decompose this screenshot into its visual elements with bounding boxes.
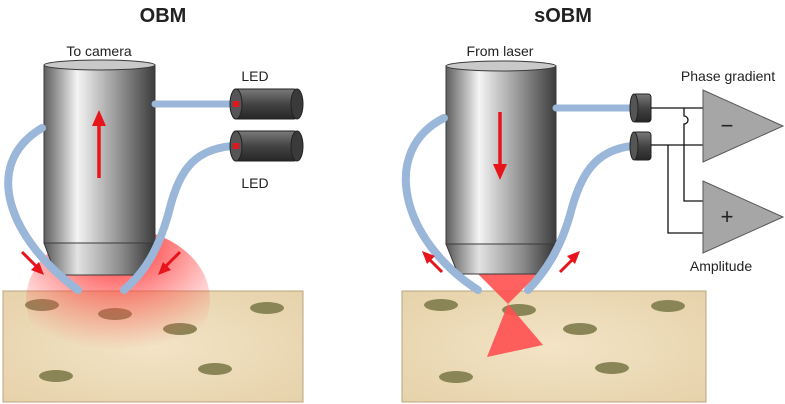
obm-arrow-right xyxy=(158,250,182,275)
obm-objective-label: To camera xyxy=(66,43,132,59)
obm-led-bottom-label: LED xyxy=(241,175,268,191)
sobm-inclusion xyxy=(651,300,685,312)
sobm-inclusion xyxy=(424,299,458,311)
sobm-subtractor-amp xyxy=(702,89,785,163)
sobm-inclusion xyxy=(563,323,597,335)
sobm-fiber-left xyxy=(401,114,482,294)
sobm-tissue-inclusions xyxy=(424,299,685,383)
sobm-phase-label: Phase gradient xyxy=(681,68,775,84)
obm-objective-top xyxy=(43,59,156,71)
sobm-inclusion xyxy=(439,371,473,383)
sobm-down-arrow xyxy=(493,112,507,180)
sobm-laser-cone-top xyxy=(478,274,538,304)
sobm-panel: sOBM From laser xyxy=(401,5,785,403)
sobm-minus-sign: − xyxy=(721,113,734,138)
sobm-plus-sign: + xyxy=(721,204,734,229)
sobm-arrow-left xyxy=(422,251,444,274)
obm-led-top xyxy=(229,88,304,120)
obm-title: OBM xyxy=(140,5,187,27)
sobm-objective-label: From laser xyxy=(467,43,534,59)
obm-led-top-label: LED xyxy=(241,68,268,84)
obm-inclusion xyxy=(39,370,73,382)
sobm-wiring xyxy=(651,107,703,234)
sobm-title: sOBM xyxy=(534,5,592,27)
sobm-detector-top xyxy=(629,93,652,123)
sobm-amplitude-label: Amplitude xyxy=(690,258,752,274)
obm-inclusion xyxy=(250,302,284,314)
sobm-inclusion xyxy=(595,362,629,374)
sobm-objective-top xyxy=(445,60,557,72)
sobm-adder-amp xyxy=(702,180,785,254)
obm-led-bottom xyxy=(229,130,304,162)
sobm-arrow-right xyxy=(558,251,580,274)
sobm-objective-tip xyxy=(445,243,557,275)
obm-arrow-left xyxy=(20,250,44,275)
obm-fiber-left xyxy=(4,124,82,294)
obm-up-arrow xyxy=(92,110,106,178)
sobm-fiber-right xyxy=(524,142,636,294)
obm-panel: OBM To camera xyxy=(2,5,304,403)
sobm-detector-bottom xyxy=(629,131,652,161)
sobm-laser-cone-bottom xyxy=(487,304,543,357)
obm-inclusion xyxy=(198,363,232,375)
obm-fiber-right xyxy=(120,142,236,294)
